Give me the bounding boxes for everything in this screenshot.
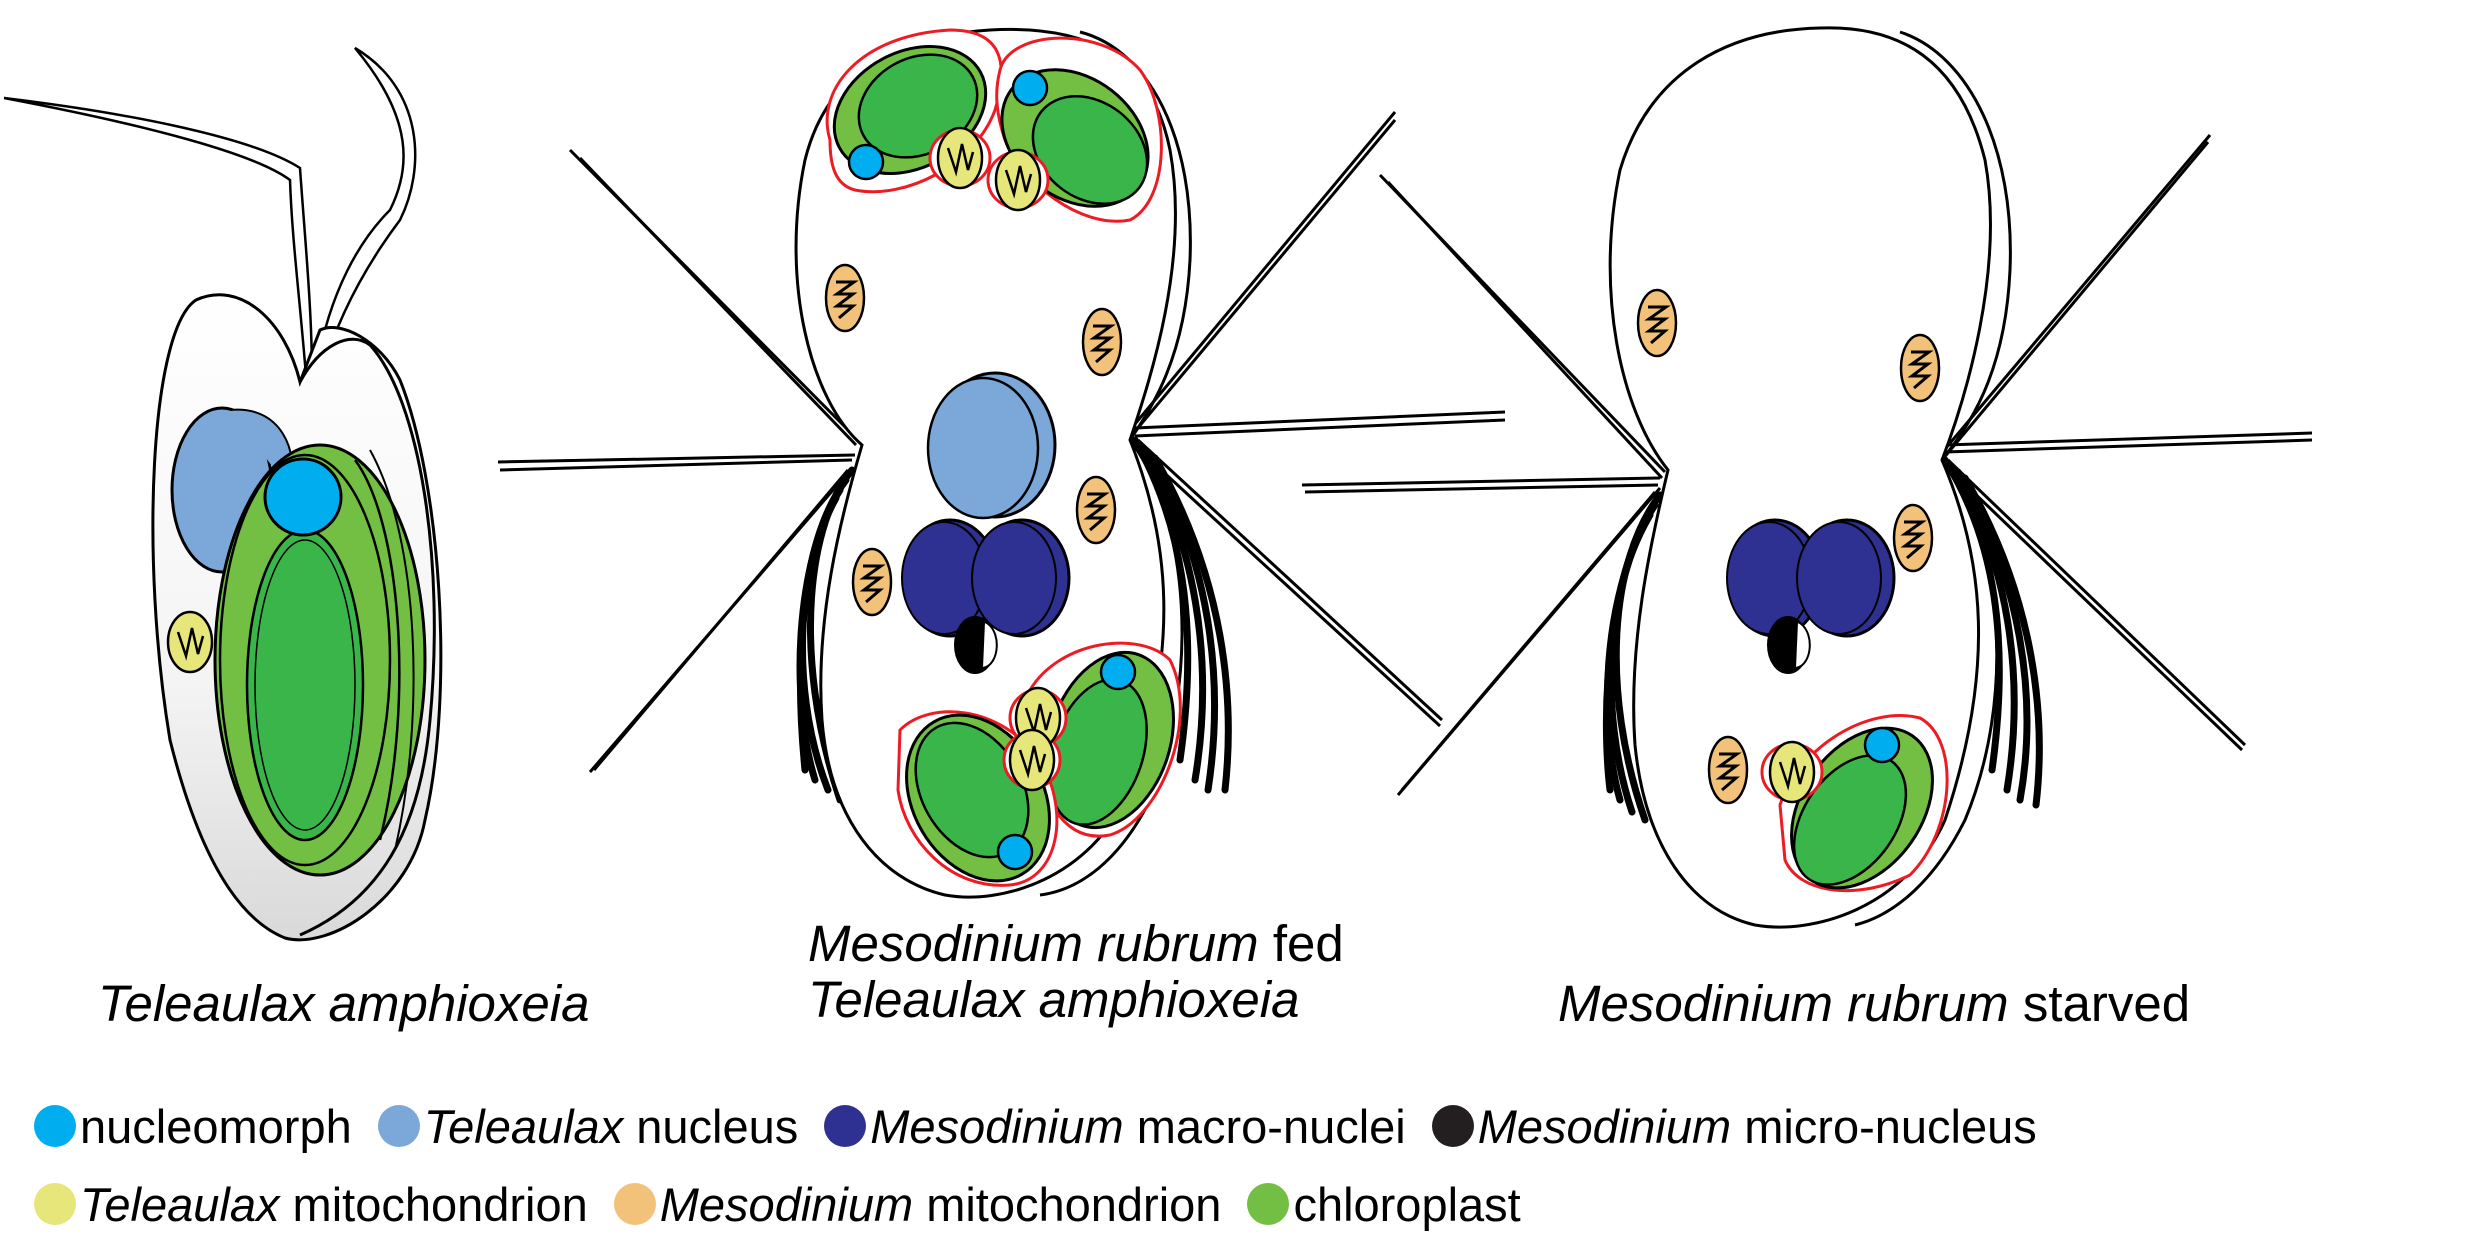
caption-fed-line2: Teleaulax amphioxeia (808, 972, 1344, 1028)
legend-italic: Mesodinium (1477, 1099, 1732, 1153)
legend-italic: Mesodinium (659, 1177, 914, 1231)
caption-fed: Mesodinium rubrum fed Teleaulax amphioxe… (808, 916, 1344, 1028)
legend-italic: Mesodinium (870, 1099, 1124, 1153)
legend-label: mitochondrion (279, 1177, 588, 1231)
legend-swatch (824, 1105, 867, 1147)
legend-swatch (1247, 1183, 1290, 1225)
fed-macro-nuclei (901, 518, 1071, 638)
mesodinium-starved-cell (1301, 26, 2313, 929)
legend-swatch (1431, 1105, 1474, 1147)
caption-fed-line1: Mesodinium rubrum fed (808, 916, 1344, 972)
mesodinium-fed-cell (497, 27, 1506, 899)
legend-row-2: Teleaulax mitochondrion Mesodinium mitoc… (34, 1172, 1547, 1236)
caption-fed-species2: Teleaulax amphioxeia (808, 971, 1300, 1028)
legend-label: nucleomorph (80, 1099, 352, 1153)
teleaulax-chloroplast-inner (245, 528, 365, 842)
legend-swatch (377, 1105, 420, 1147)
teleaulax-nucleomorph (263, 457, 343, 537)
caption-teleaulax-species: Teleaulax amphioxeia (98, 975, 590, 1032)
legend-label: nucleus (623, 1099, 799, 1153)
caption-starved-suffix: starved (2008, 975, 2191, 1032)
legend-label: macro-nuclei (1123, 1099, 1406, 1153)
legend-swatch (613, 1183, 656, 1225)
legend-label: mitochondrion (913, 1177, 1222, 1231)
legend-item-teleaulax-mitochondrion: Teleaulax mitochondrion (34, 1177, 588, 1232)
caption-fed-suffix: fed (1258, 915, 1344, 972)
flagellum-short (314, 46, 417, 374)
teleaulax-cell (3, 46, 443, 942)
legend-item-mesodinium-mitochondrion: Mesodinium mitochondrion (613, 1177, 1222, 1232)
caption-starved: Mesodinium rubrum starved (1558, 976, 2190, 1032)
legend-item-chloroplast: chloroplast (1247, 1177, 1521, 1232)
legend-swatch (34, 1183, 76, 1225)
legend-label: chloroplast (1293, 1177, 1521, 1231)
legend-row-1: nucleomorph Teleaulax nucleus Mesodinium… (34, 1094, 2063, 1158)
legend-item-macro-nuclei: Mesodinium macro-nuclei (824, 1099, 1406, 1154)
legend-italic: Teleaulax (423, 1099, 624, 1153)
starved-macro-nuclei (1726, 518, 1896, 638)
caption-starved-species: Mesodinium rubrum (1558, 975, 2009, 1032)
starved-chloroplast (1778, 714, 1949, 893)
legend-item-micro-nucleus: Mesodinium micro-nucleus (1431, 1099, 2037, 1154)
flagellum-long (3, 96, 314, 378)
legend-italic: Teleaulax (80, 1177, 280, 1231)
legend-label: micro-nucleus (1731, 1099, 2037, 1153)
legend-swatch (34, 1105, 76, 1147)
caption-fed-species1: Mesodinium rubrum (808, 915, 1259, 972)
legend-item-teleaulax-nucleus: Teleaulax nucleus (377, 1099, 799, 1154)
teleaulax-mitochondrion (166, 610, 214, 674)
fed-teleaulax-nucleus (926, 371, 1057, 520)
fed-chloroplast-bottom-right (1028, 641, 1182, 838)
legend-item-nucleomorph: nucleomorph (34, 1099, 352, 1154)
caption-teleaulax: Teleaulax amphioxeia (98, 976, 589, 1032)
